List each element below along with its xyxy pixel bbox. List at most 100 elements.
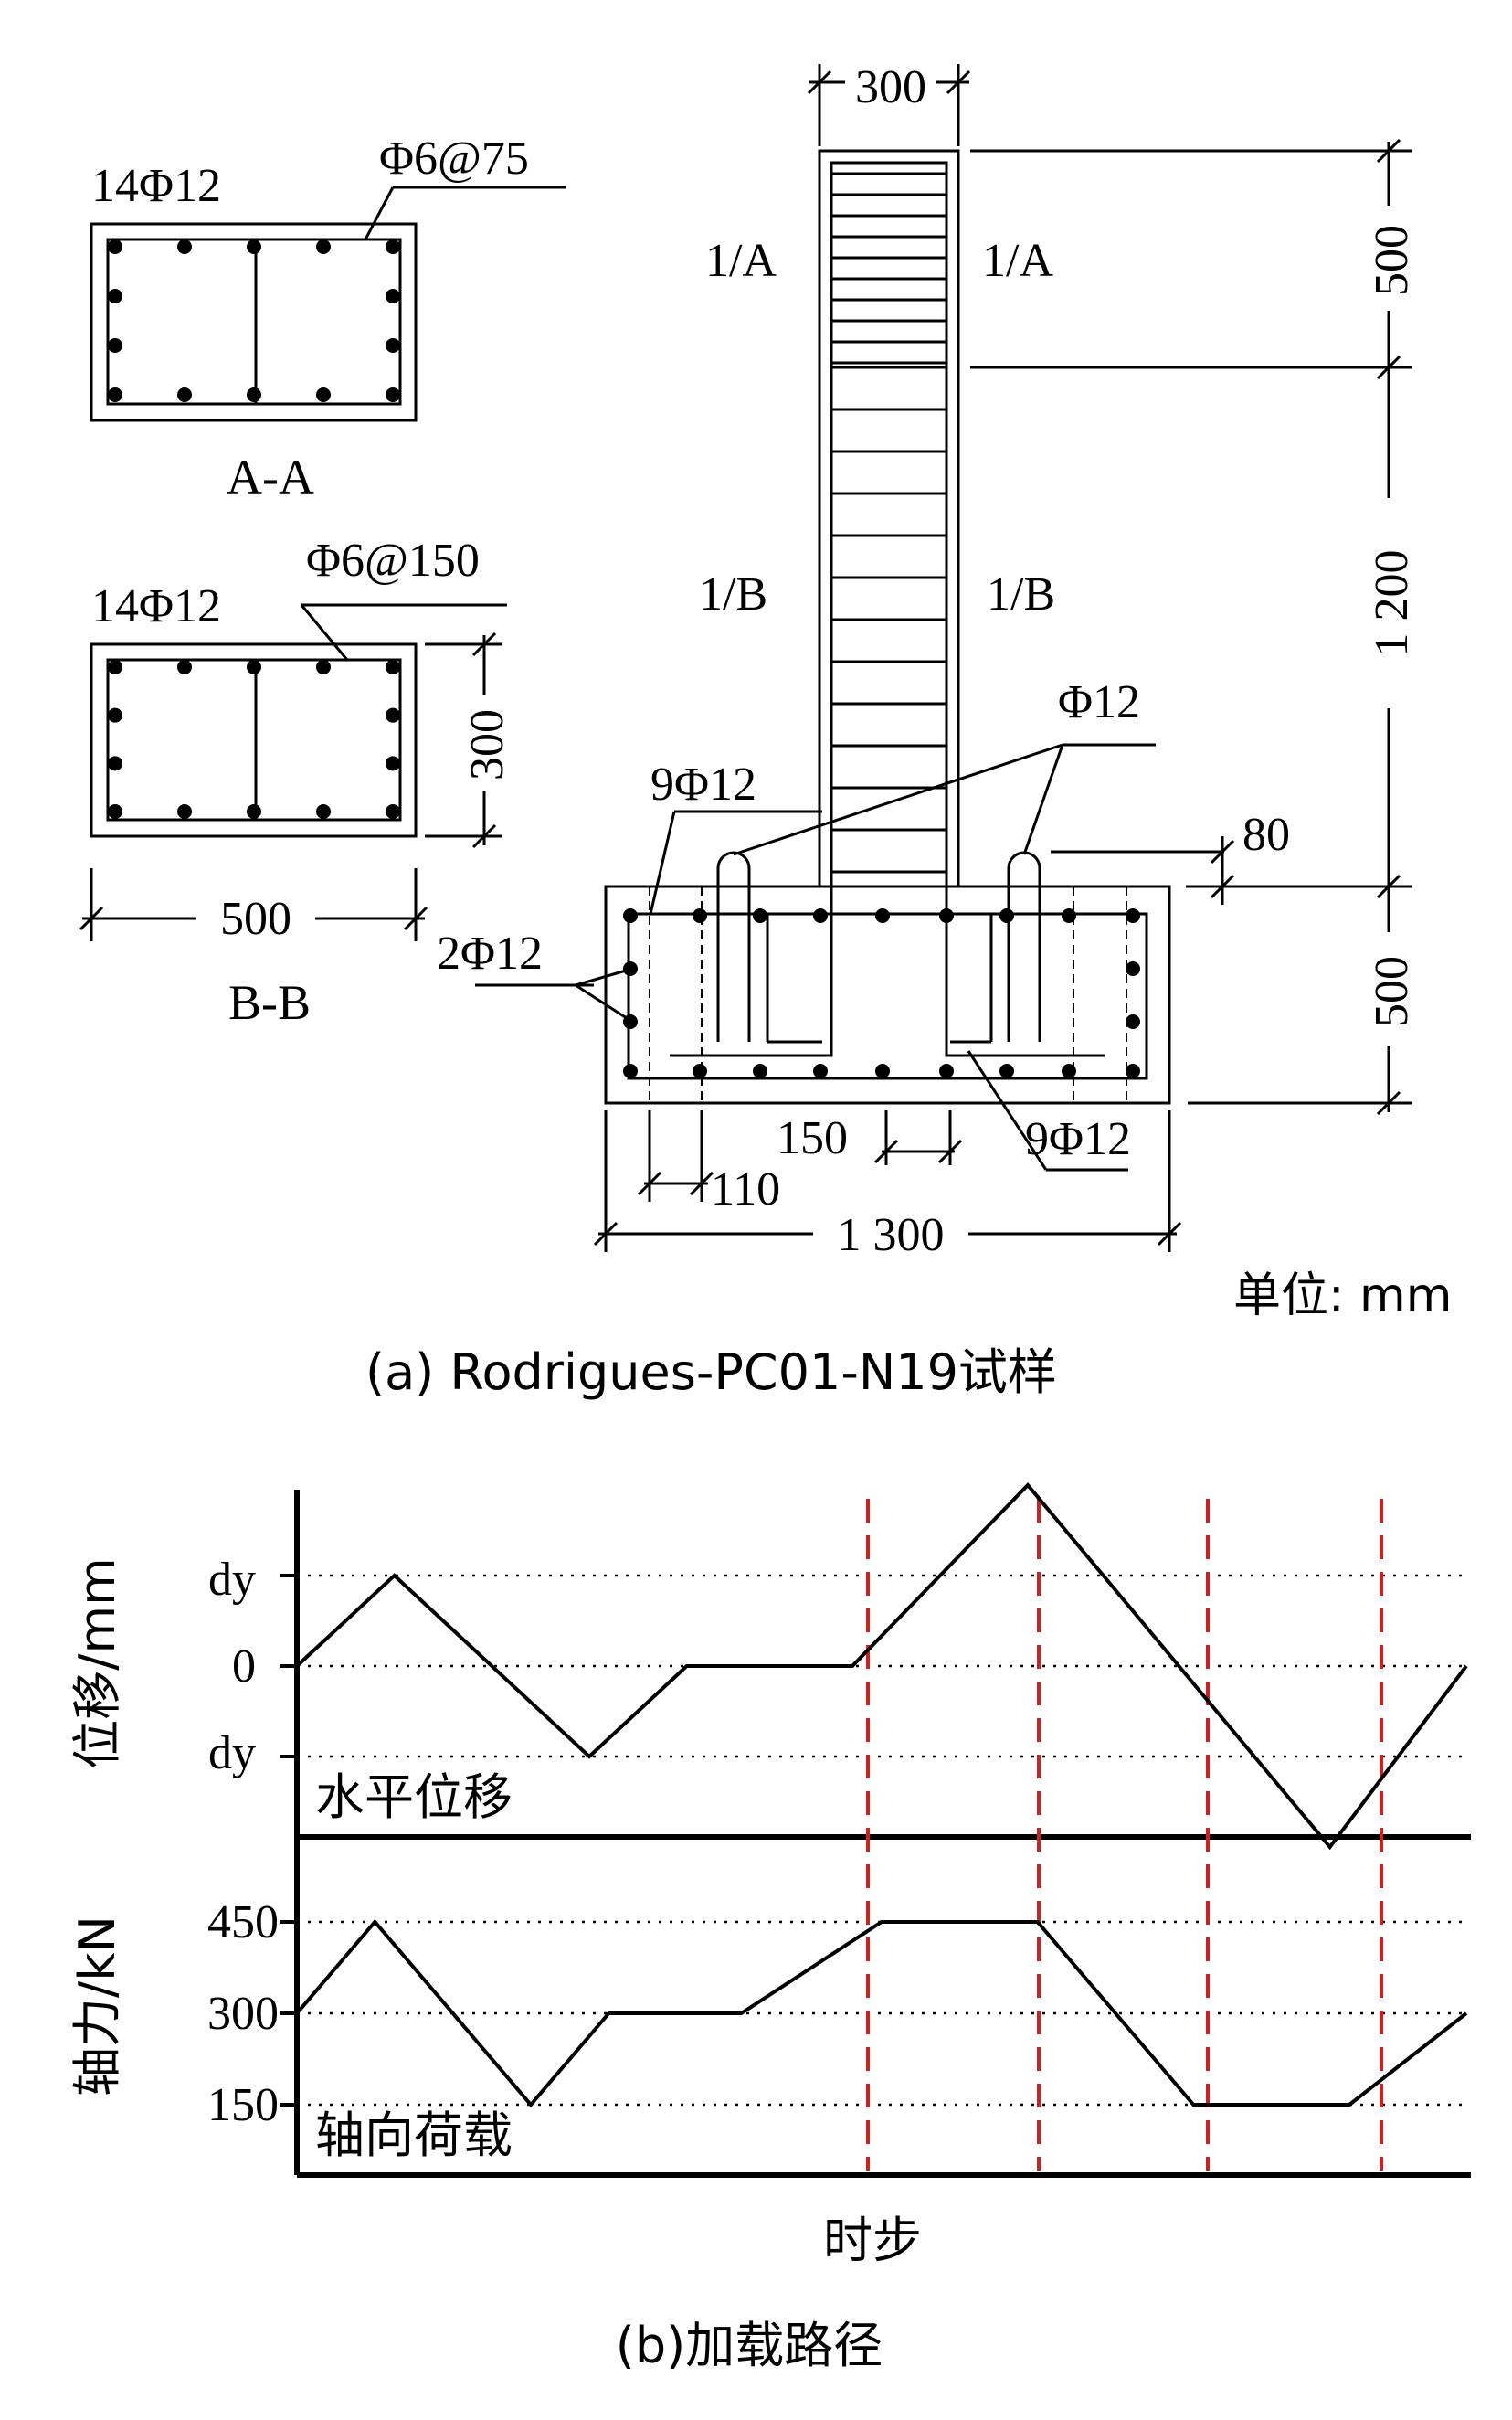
zone-b-left: 1/B xyxy=(699,568,767,621)
section-aa-name: A-A xyxy=(227,450,314,504)
foundation-bar-dot xyxy=(939,1064,954,1078)
dim-80: 80 xyxy=(1242,809,1290,861)
section-bb-width-dim: 500 xyxy=(220,893,291,945)
phi12-leader-b xyxy=(1022,744,1064,855)
column-cage xyxy=(830,161,948,888)
phi12-leader-a xyxy=(733,743,1063,856)
rebar-dot xyxy=(177,660,192,674)
foundation-bar-dot xyxy=(1062,1064,1076,1078)
disp-tick-bottom: dy xyxy=(208,1727,256,1779)
rebar-dot xyxy=(177,387,192,402)
rebar-dot xyxy=(386,338,400,353)
section-aa-stirrup xyxy=(106,238,402,406)
section-bb-bars-label: 14Φ12 xyxy=(91,580,221,632)
rebar-dot xyxy=(108,756,122,771)
section-aa-bars-label: 14Φ12 xyxy=(91,160,221,212)
side-bars-leader-b xyxy=(575,983,633,1024)
section-aa-leader xyxy=(364,186,395,240)
section-bb-leader xyxy=(300,604,349,661)
foundation-bar-dot xyxy=(813,1064,828,1078)
dim-500-bottom: 500 xyxy=(1366,956,1418,1027)
label-phi12: Φ12 xyxy=(1058,676,1140,728)
section-bb-outline xyxy=(90,642,418,838)
bottom-bars-leader xyxy=(967,1050,1048,1171)
section-bb-bars xyxy=(108,660,400,819)
foundation-bar-dot xyxy=(1062,908,1076,923)
section-bb-name: B-B xyxy=(228,975,311,1030)
foundation-bar-dot xyxy=(999,1064,1014,1078)
u-bar-left xyxy=(716,851,751,1042)
rebar-dot xyxy=(108,239,122,254)
rebar-dot xyxy=(386,660,400,674)
loading-curves xyxy=(295,1482,1468,2108)
dim-1300: 1 300 xyxy=(838,1209,945,1261)
caption-b: (b)加载路径 xyxy=(616,2317,883,2374)
column-bar-hook-left xyxy=(670,886,833,1057)
rebar-dot xyxy=(316,387,331,402)
rebar-dot xyxy=(108,804,122,819)
rebar-dot xyxy=(386,387,400,402)
label-2phi12: 2Φ12 xyxy=(437,928,543,980)
rebar-dot xyxy=(247,239,261,254)
section-aa-stirrup-label: Φ6@75 xyxy=(379,133,529,185)
foundation-side-bar-dot xyxy=(1126,961,1140,976)
rebar-dot xyxy=(247,387,261,402)
foundation-bar-dot xyxy=(1126,908,1140,923)
loading-markers xyxy=(866,1499,1383,2171)
section-bb-stirrup xyxy=(106,658,402,822)
units-label: 单位: mm xyxy=(1233,1268,1452,1323)
disp-tick-top: dy xyxy=(208,1554,256,1606)
rebar-dot xyxy=(177,239,192,254)
foundation-bar-dot xyxy=(623,908,638,923)
dim-1200: 1 200 xyxy=(1366,550,1418,657)
foundation-cage xyxy=(627,912,1148,1080)
disp-tick-zero: 0 xyxy=(232,1640,256,1693)
rebar-dot xyxy=(108,289,122,303)
disp-ylabel: 位移/mm xyxy=(69,1557,126,1768)
label-9phi12-top: 9Φ12 xyxy=(650,759,756,811)
u-bar-right xyxy=(1007,851,1041,1042)
axial-series-label: 轴向荷载 xyxy=(315,2107,513,2164)
foundation-outline xyxy=(604,885,1171,1105)
axial-curve xyxy=(295,1918,1468,2108)
column-stirrups xyxy=(831,172,946,874)
rebar-dot xyxy=(386,756,400,771)
rebar-dot xyxy=(386,707,400,723)
zone-a-right: 1/A xyxy=(982,235,1053,287)
section-bb-stirrup-label: Φ6@150 xyxy=(306,535,480,587)
foundation-bar-dot xyxy=(753,908,767,923)
rebar-dot xyxy=(316,239,331,254)
section-bb-height-dim: 300 xyxy=(461,709,513,780)
zone-a-left: 1/A xyxy=(705,235,777,287)
loading-xlabel: 时步 xyxy=(823,2212,922,2269)
foundation-bar-dot xyxy=(875,1064,890,1078)
rebar-dot xyxy=(247,660,261,674)
section-bb: 14Φ12 Φ6@150 300 500 B-B xyxy=(79,535,513,1030)
dim-150: 150 xyxy=(777,1112,848,1164)
rebar-dot xyxy=(386,289,400,303)
foundation-bar-dot xyxy=(939,908,954,923)
axial-ylabel: 轴力/kN xyxy=(69,1916,126,2096)
axial-tick-150: 150 xyxy=(207,2079,279,2131)
foundation-bar-dot xyxy=(813,908,828,923)
disp-curve xyxy=(295,1482,1468,1851)
foundation-bar-dot xyxy=(623,1064,638,1078)
loading-path: dy 0 dy 450 300 150 位移/mm 轴力/kN 水平位移 轴向荷… xyxy=(69,1482,1471,2269)
rebar-dot xyxy=(108,338,122,353)
dim-110: 110 xyxy=(711,1163,780,1215)
disp-series-label: 水平位移 xyxy=(315,1768,513,1826)
foundation-bar-dot xyxy=(753,1064,767,1078)
column-bar-hook-right xyxy=(945,886,1105,1057)
side-bars-leader-a xyxy=(575,967,633,987)
foundation-bar-dot xyxy=(693,908,707,923)
foundation-bar-dot xyxy=(999,908,1014,923)
axial-tick-300: 300 xyxy=(207,1988,279,2040)
loading-grid xyxy=(280,1574,1466,2107)
section-aa: 14Φ12 Φ6@75 A-A xyxy=(90,133,566,504)
section-aa-outline xyxy=(90,222,418,422)
rebar-dot xyxy=(108,660,122,674)
rebar-dot xyxy=(108,707,122,723)
column-width-dim: 300 xyxy=(855,61,926,113)
foundation-bar-dot xyxy=(875,908,890,923)
